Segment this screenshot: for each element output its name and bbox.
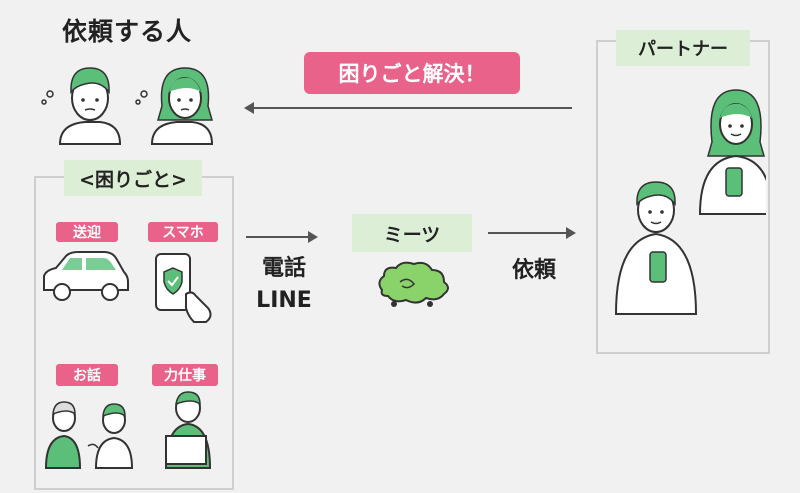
requester-people-illustration xyxy=(41,67,214,145)
resolved-banner: 困りごと解決！ xyxy=(304,52,520,94)
tag-pickup: 送迎 xyxy=(56,222,118,242)
channel-arrow-line xyxy=(246,236,310,238)
requester-title: 依頼する人 xyxy=(62,17,193,46)
resolved-arrow-head xyxy=(244,102,254,114)
conversation-people-icon xyxy=(44,401,134,469)
worried-man-icon xyxy=(41,67,122,145)
channel-label-line: LINE xyxy=(256,288,312,313)
worried-woman-icon xyxy=(135,67,214,145)
partner-heading: パートナー xyxy=(616,30,750,66)
car-icon xyxy=(43,251,129,301)
partner-people-illustration xyxy=(614,89,766,315)
request-arrow-line xyxy=(488,232,568,234)
tag-heavy-work: 力仕事 xyxy=(152,364,218,386)
request-label: 依頼 xyxy=(511,258,556,283)
partner-man-icon xyxy=(614,181,698,315)
tag-conversation: お話 xyxy=(56,364,118,386)
tag-smartphone: スマホ xyxy=(148,222,218,242)
carrying-box-person-icon xyxy=(164,391,212,469)
partner-woman-icon xyxy=(698,89,766,215)
channel-arrow-head xyxy=(308,231,318,243)
resolved-arrow-line xyxy=(252,107,572,109)
smartphone-icon xyxy=(155,253,212,323)
channel-label-phone: 電話 xyxy=(261,256,306,281)
request-arrow-head xyxy=(566,227,576,239)
troubles-heading: <困りごと> xyxy=(64,160,202,196)
cloud-mascot-icon xyxy=(378,261,449,307)
center-node: ミーツ xyxy=(352,214,472,252)
